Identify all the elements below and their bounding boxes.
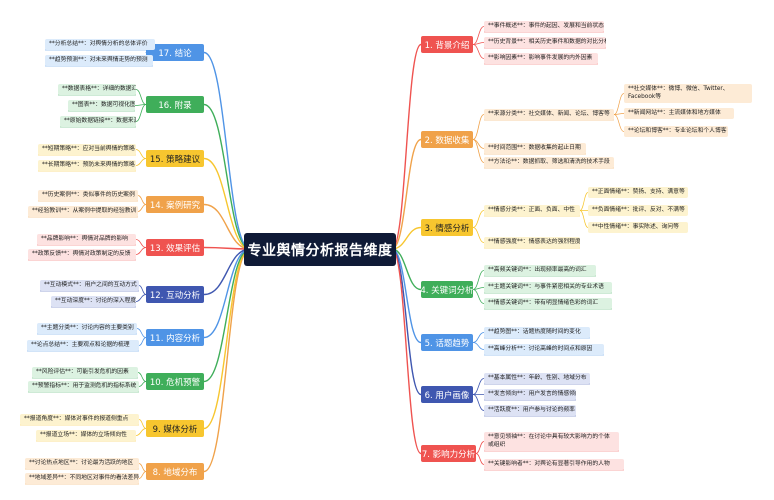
leaf-16-3: **原始数据链接**：数据来源链接 [60,116,136,127]
subleaf-3-3: **中性情绪**：事实陈述、询问等 [588,222,688,233]
leaf-1-1: **事件概述**：事件的起因、发展和当前状态 [484,21,604,32]
leaf-16-1: **数据表格**：详细的数据汇总 [58,84,136,95]
branch-15[interactable]: 15. 策略建议 [146,150,204,167]
branch-13[interactable]: 13. 效果评估 [146,239,204,256]
leaf-6-1: **基本属性**：年龄、性别、地域分布 [484,373,590,384]
leaf-3-2: **情感强度**：情感表达的强烈程度 [484,237,580,248]
leaf-9-1: **报道角度**：媒体对事件的报道侧重点 [20,414,139,425]
branch-11[interactable]: 11. 内容分析 [146,329,204,346]
leaf-10-1: **风险评估**：可能引发危机的因素 [32,367,138,378]
branch-6[interactable]: 6. 用户画像 [421,386,473,403]
leaf-2-2: **时间范围**：数据收集的起止日期 [484,143,586,154]
leaf-7-1: **意见领袖**：在讨论中具有较大影响力的个体或组织 [484,432,619,451]
leaf-9-2: **报道立场**：媒体的立场倾向性 [36,430,136,441]
branch-17[interactable]: 17. 结论 [146,44,204,61]
branch-14[interactable]: 14. 案例研究 [146,196,204,213]
leaf-12-1: **互动模式**：用户之间的互动方式 [40,280,139,291]
branch-5[interactable]: 5. 话题趋势 [421,334,473,351]
leaf-13-1: **品牌影响**：舆情对品牌的影响 [37,234,136,245]
branch-1[interactable]: 1. 背景介绍 [421,36,473,53]
leaf-4-3: **情感关键词**：带有明显情绪色彩的词汇 [484,298,612,309]
branch-10[interactable]: 10. 危机预警 [146,373,204,390]
leaf-13-2: **政策反馈**：舆情对政策制定的反馈 [28,249,136,260]
branch-7[interactable]: 7. 影响力分析 [421,445,476,462]
branch-12[interactable]: 12. 互动分析 [146,286,204,303]
branch-2[interactable]: 2. 数据收集 [421,131,473,148]
leaf-2-1: **来源分类**：社交媒体、新闻、论坛、博客等 [484,109,614,120]
branch-8[interactable]: 8. 地域分布 [146,463,204,480]
leaf-17-1: **分析总结**：对舆情分析的总体评价 [45,39,155,50]
leaf-5-1: **趋势图**：话题热度随时间的变化 [484,327,590,338]
leaf-4-1: **高频关键词**：出现频率最高的词汇 [484,265,596,276]
leaf-14-1: **历史案例**：类似事件的历史案例 [38,190,138,201]
leaf-1-3: **影响因素**：影响事件发展的内外因素 [484,53,598,64]
leaf-8-1: **讨论热点地区**：讨论最为活跃的地区 [25,458,139,469]
central-topic[interactable]: 专业舆情分析报告维度 [244,233,396,266]
leaf-8-2: **地域差异**：不同地区对事件的看法差异 [25,473,139,484]
branch-16[interactable]: 16. 附录 [146,96,204,113]
leaf-11-1: **主题分类**：讨论内容的主要类别 [37,323,137,334]
leaf-14-2: **经验教训**：从案例中提取的经验教训 [28,206,138,217]
branch-9[interactable]: 9. 媒体分析 [146,420,204,437]
leaf-15-1: **短期策略**：应对当前舆情的策略 [38,144,136,155]
branch-3[interactable]: 3. 情感分析 [421,219,473,236]
leaf-11-2: **论点总结**：主要观点和论据的梳理 [27,340,139,351]
leaf-1-2: **历史背景**：相关历史事件和数据的对比分析 [484,37,606,48]
subleaf-2-3: **论坛和博客**：专业论坛和个人博客 [624,126,728,137]
leaf-15-2: **长期策略**：预防未来舆情的策略 [38,160,136,171]
subleaf-2-1: **社交媒体**：微博、微信、Twitter、Facebook等 [624,84,752,103]
subleaf-2-2: **新闻网站**：主流媒体和地方媒体 [624,108,734,119]
leaf-12-2: **互动深度**：讨论的深入程度 [51,296,136,307]
leaf-4-2: **主题关键词**：与事件紧密相关的专业术语 [484,282,612,293]
leaf-10-2: **预警指标**：用于监测危机的指标系统 [28,381,139,392]
leaf-3-1: **情感分类**：正面、负面、中性 [484,205,580,216]
leaf-16-2: **图表**：数据可视化图表 [68,100,135,111]
leaf-6-3: **活跃度**：用户参与讨论的频率 [484,405,576,416]
leaf-2-3: **方法论**：数据抓取、筛选和清洗的技术手段 [484,157,614,168]
leaf-5-2: **高峰分析**：讨论高峰的时间点和原因 [484,344,604,355]
subleaf-3-2: **负面情绪**：批评、反对、不满等 [588,205,688,216]
leaf-7-2: **关键影响者**：对舆论有显著引导作用的人物 [484,459,624,470]
branch-4[interactable]: 4. 关键词分析 [420,281,474,298]
subleaf-3-1: **正面情绪**：赞扬、支持、满意等 [588,187,688,198]
leaf-6-2: **发言倾向**：用户发言的情感倾向 [484,389,576,400]
leaf-17-2: **趋势预测**：对未来舆情走势的预测 [45,55,153,66]
